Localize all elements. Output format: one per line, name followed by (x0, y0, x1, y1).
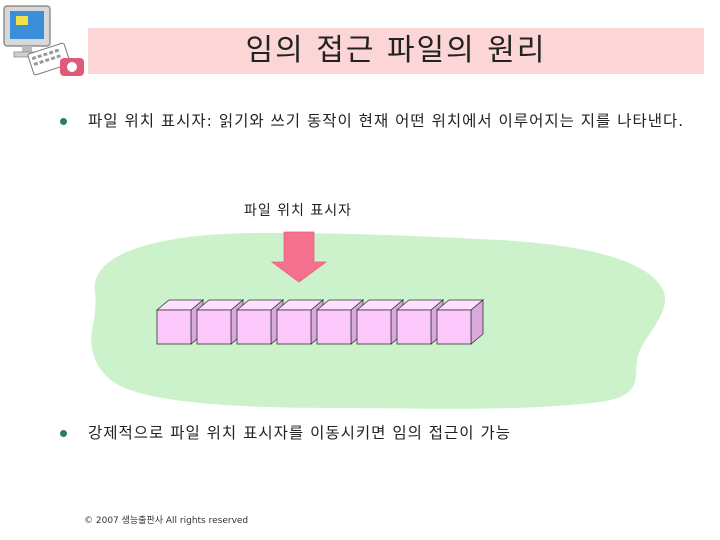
copyright-footer: © 2007 생능출판사 All rights reserved (84, 516, 249, 526)
bullet-text: 파일 위치 표시자: 읽기와 쓰기 동작이 현재 어떤 위치에서 이루어지는 지… (88, 112, 685, 130)
bullet-dot-icon (60, 118, 67, 125)
file-cell (275, 299, 325, 345)
file-cell (395, 299, 445, 345)
bullet-item: 강제적으로 파일 위치 표시자를 이동시키면 임의 접근이 가능 (60, 422, 700, 446)
bullet-item: 파일 위치 표시자: 읽기와 쓰기 동작이 현재 어떤 위치에서 이루어지는 지… (60, 110, 720, 160)
pointer-label: 파일 위치 표시자 (243, 203, 353, 219)
file-cell (355, 299, 405, 345)
slide-title: 임의 접근 파일의 원리 (245, 33, 547, 68)
file-cell (235, 299, 285, 345)
computer-logo-icon (3, 5, 84, 76)
file-cell (195, 299, 245, 345)
file-cell (315, 299, 365, 345)
bullet-text: 강제적으로 파일 위치 표시자를 이동시키면 임의 접근이 가능 (88, 424, 511, 442)
title-bar (88, 28, 704, 74)
pointer-arrow-icon (270, 231, 328, 283)
file-cells (155, 299, 485, 345)
bullet-dot-icon (60, 430, 67, 437)
file-cell (435, 299, 485, 345)
file-cell (155, 299, 205, 345)
